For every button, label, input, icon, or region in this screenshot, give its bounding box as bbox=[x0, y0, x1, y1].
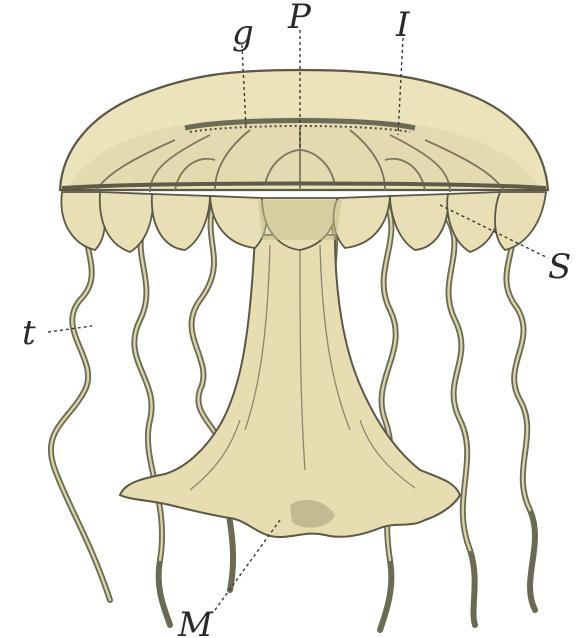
bell bbox=[60, 70, 548, 252]
oral-arms bbox=[120, 235, 460, 537]
tentacle bbox=[505, 205, 535, 610]
label-i: I bbox=[395, 5, 410, 45]
manubrium bbox=[120, 235, 460, 537]
label-m: M bbox=[177, 605, 214, 638]
label-g: g bbox=[232, 13, 254, 53]
label-s: S bbox=[548, 247, 571, 287]
label-p: P bbox=[287, 0, 312, 37]
label-t: t bbox=[22, 313, 36, 353]
stomach-shade bbox=[258, 200, 342, 240]
tentacle bbox=[134, 215, 170, 625]
tentacle bbox=[51, 205, 110, 600]
